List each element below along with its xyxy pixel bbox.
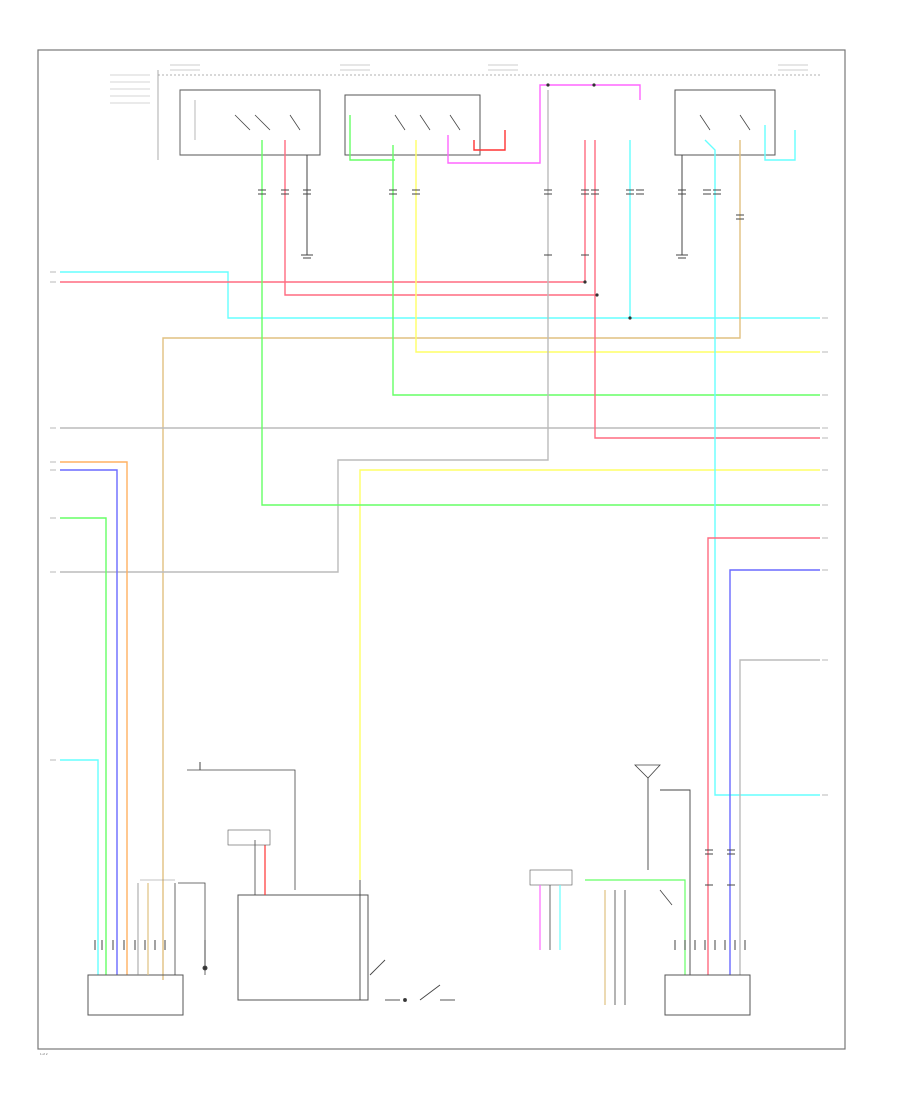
right-control-module xyxy=(664,974,751,1016)
relay-box-2 xyxy=(344,94,481,156)
wire-green-2 xyxy=(261,140,820,506)
left-module-pins xyxy=(94,940,166,950)
left-control-module xyxy=(87,879,206,1016)
relay-box-3 xyxy=(674,89,776,156)
wire-red-right xyxy=(594,140,820,439)
wire-grey-2 xyxy=(60,90,549,573)
left-side-ground xyxy=(202,940,208,971)
wire-red-top xyxy=(60,140,586,283)
wire-junctions xyxy=(546,83,632,320)
wire-ltblu-left xyxy=(60,759,99,975)
wire-ltblu-right-long-2 xyxy=(704,139,820,796)
antenna-component xyxy=(585,764,691,1005)
connector-ticks xyxy=(258,189,744,256)
ground-symbol-2 xyxy=(676,155,688,259)
diagram-border xyxy=(37,49,846,1050)
ground-symbol-1 xyxy=(301,155,313,259)
wire-ltblu-top xyxy=(60,271,820,319)
wire-green-loop xyxy=(349,115,395,161)
wire-blue-left xyxy=(60,469,118,975)
small-connector-center-right xyxy=(529,869,573,950)
top-power-bus xyxy=(157,70,820,160)
wire-ltgrn-left xyxy=(60,517,107,975)
right-edge-pins xyxy=(822,317,828,796)
wire-orange-left xyxy=(60,461,128,975)
wire-ltblu-right-small xyxy=(764,125,796,161)
relay-box-1 xyxy=(179,89,321,156)
top-left-label-block xyxy=(110,74,150,104)
center-component-block xyxy=(187,762,369,1001)
page-ref: 1 of 2 xyxy=(40,1052,48,1056)
wire-grey-right-down xyxy=(739,659,820,975)
left-edge-pins xyxy=(50,271,56,761)
wire-tan xyxy=(162,140,741,980)
wire-red-right-down xyxy=(707,537,820,975)
wire-pink-loop xyxy=(447,84,641,164)
switch-assembly xyxy=(359,880,455,1002)
wire-red-loop xyxy=(473,130,506,151)
fuse-tabs xyxy=(170,64,808,71)
wire-green-1 xyxy=(392,145,820,396)
wire-red-top-2 xyxy=(284,140,597,296)
right-module-pins xyxy=(674,849,746,950)
wire-yellow-2 xyxy=(359,469,820,880)
wire-blue-right-down xyxy=(729,569,820,975)
wire-yellow-1 xyxy=(415,140,820,353)
